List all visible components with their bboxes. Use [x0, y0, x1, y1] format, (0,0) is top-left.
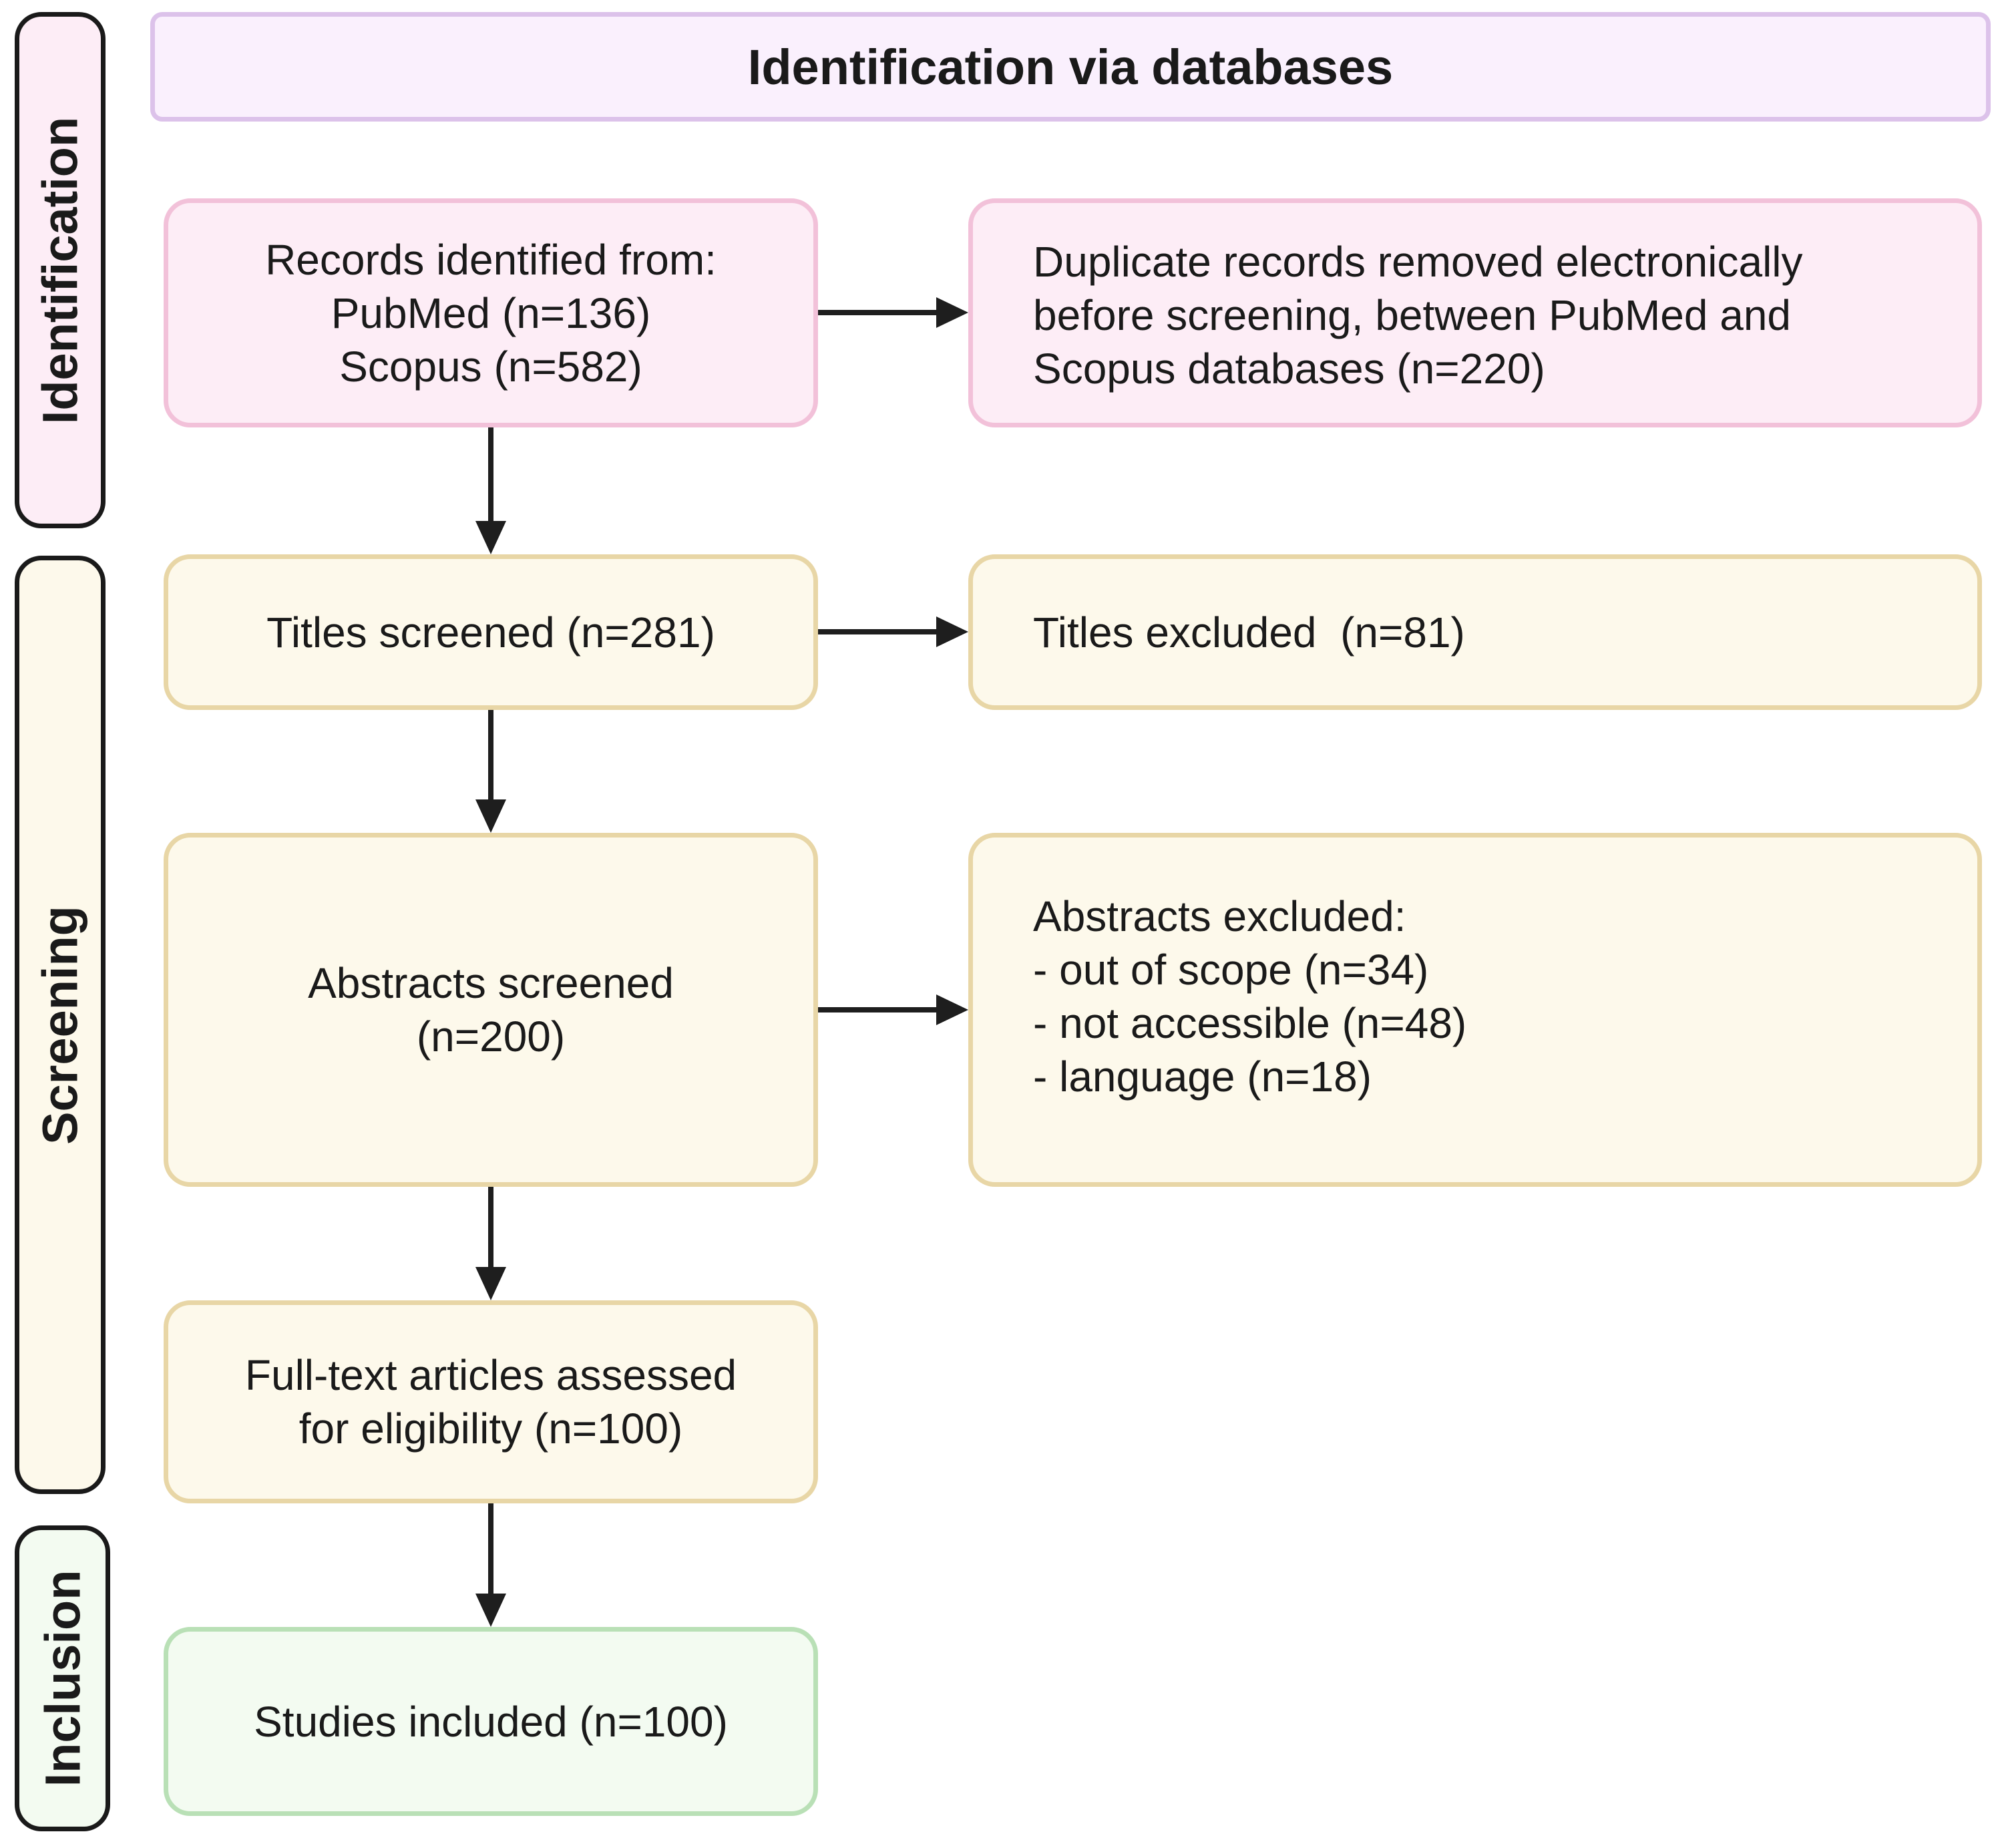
abstracts-screened-box: Abstracts screened (n=200) [164, 833, 818, 1187]
abstracts-excluded-line-2: - out of scope (n=34) [1033, 946, 1429, 994]
stage-identification: Identification [15, 12, 106, 528]
abstracts-screened-line-1: Abstracts screened [308, 959, 674, 1007]
records-identified-line-3: Scopus (n=582) [339, 342, 642, 391]
studies-included-box: Studies included (n=100) [164, 1627, 818, 1816]
arrow-titles-to-abstracts [475, 710, 506, 833]
full-text-assessed-line-1: Full-text articles assessed [244, 1351, 737, 1399]
full-text-assessed-box: Full-text articles assessed for eligibil… [164, 1300, 818, 1503]
stage-screening: Screening [15, 556, 106, 1494]
arrow-records-to-duplicates [818, 297, 968, 328]
duplicates-removed-line-1: Duplicate records removed electronically [1033, 238, 1803, 286]
duplicates-removed-line-3: Scopus databases (n=220) [1033, 345, 1545, 393]
duplicates-removed-line-2: before screening, between PubMed and [1033, 291, 1791, 339]
arrow-fulltext-to-included [475, 1503, 506, 1627]
arrow-abstracts-to-excluded [818, 994, 968, 1025]
full-text-assessed-line-2: for eligibility (n=100) [298, 1405, 683, 1453]
abstracts-excluded-line-1: Abstracts excluded: [1033, 892, 1406, 940]
records-identified-line-1: Records identified from: [265, 235, 717, 284]
records-identified-box: Records identified from: PubMed (n=136) … [164, 198, 818, 427]
studies-included-text: Studies included (n=100) [254, 1697, 728, 1746]
duplicates-removed-box: Duplicate records removed electronically… [968, 198, 1982, 427]
abstracts-excluded-line-4: - language (n=18) [1033, 1053, 1372, 1101]
arrow-titles-to-excluded [818, 616, 968, 647]
records-identified-line-2: PubMed (n=136) [331, 289, 651, 337]
titles-excluded-box: Titles excluded (n=81) [968, 554, 1982, 710]
stage-inclusion: Inclusion [15, 1525, 110, 1831]
abstracts-excluded-line-3: - not accessible (n=48) [1033, 999, 1467, 1047]
titles-excluded-text: Titles excluded (n=81) [1033, 608, 1465, 657]
header-box: Identification via databases [150, 12, 1991, 122]
arrow-records-to-titles [475, 427, 506, 554]
titles-screened-text: Titles screened (n=281) [266, 608, 715, 657]
titles-screened-box: Titles screened (n=281) [164, 554, 818, 710]
header-title: Identification via databases [747, 39, 1394, 95]
abstracts-excluded-box: Abstracts excluded: - out of scope (n=34… [968, 833, 1982, 1187]
arrow-abstracts-to-fulltext [475, 1187, 506, 1300]
abstracts-screened-line-2: (n=200) [416, 1012, 566, 1061]
